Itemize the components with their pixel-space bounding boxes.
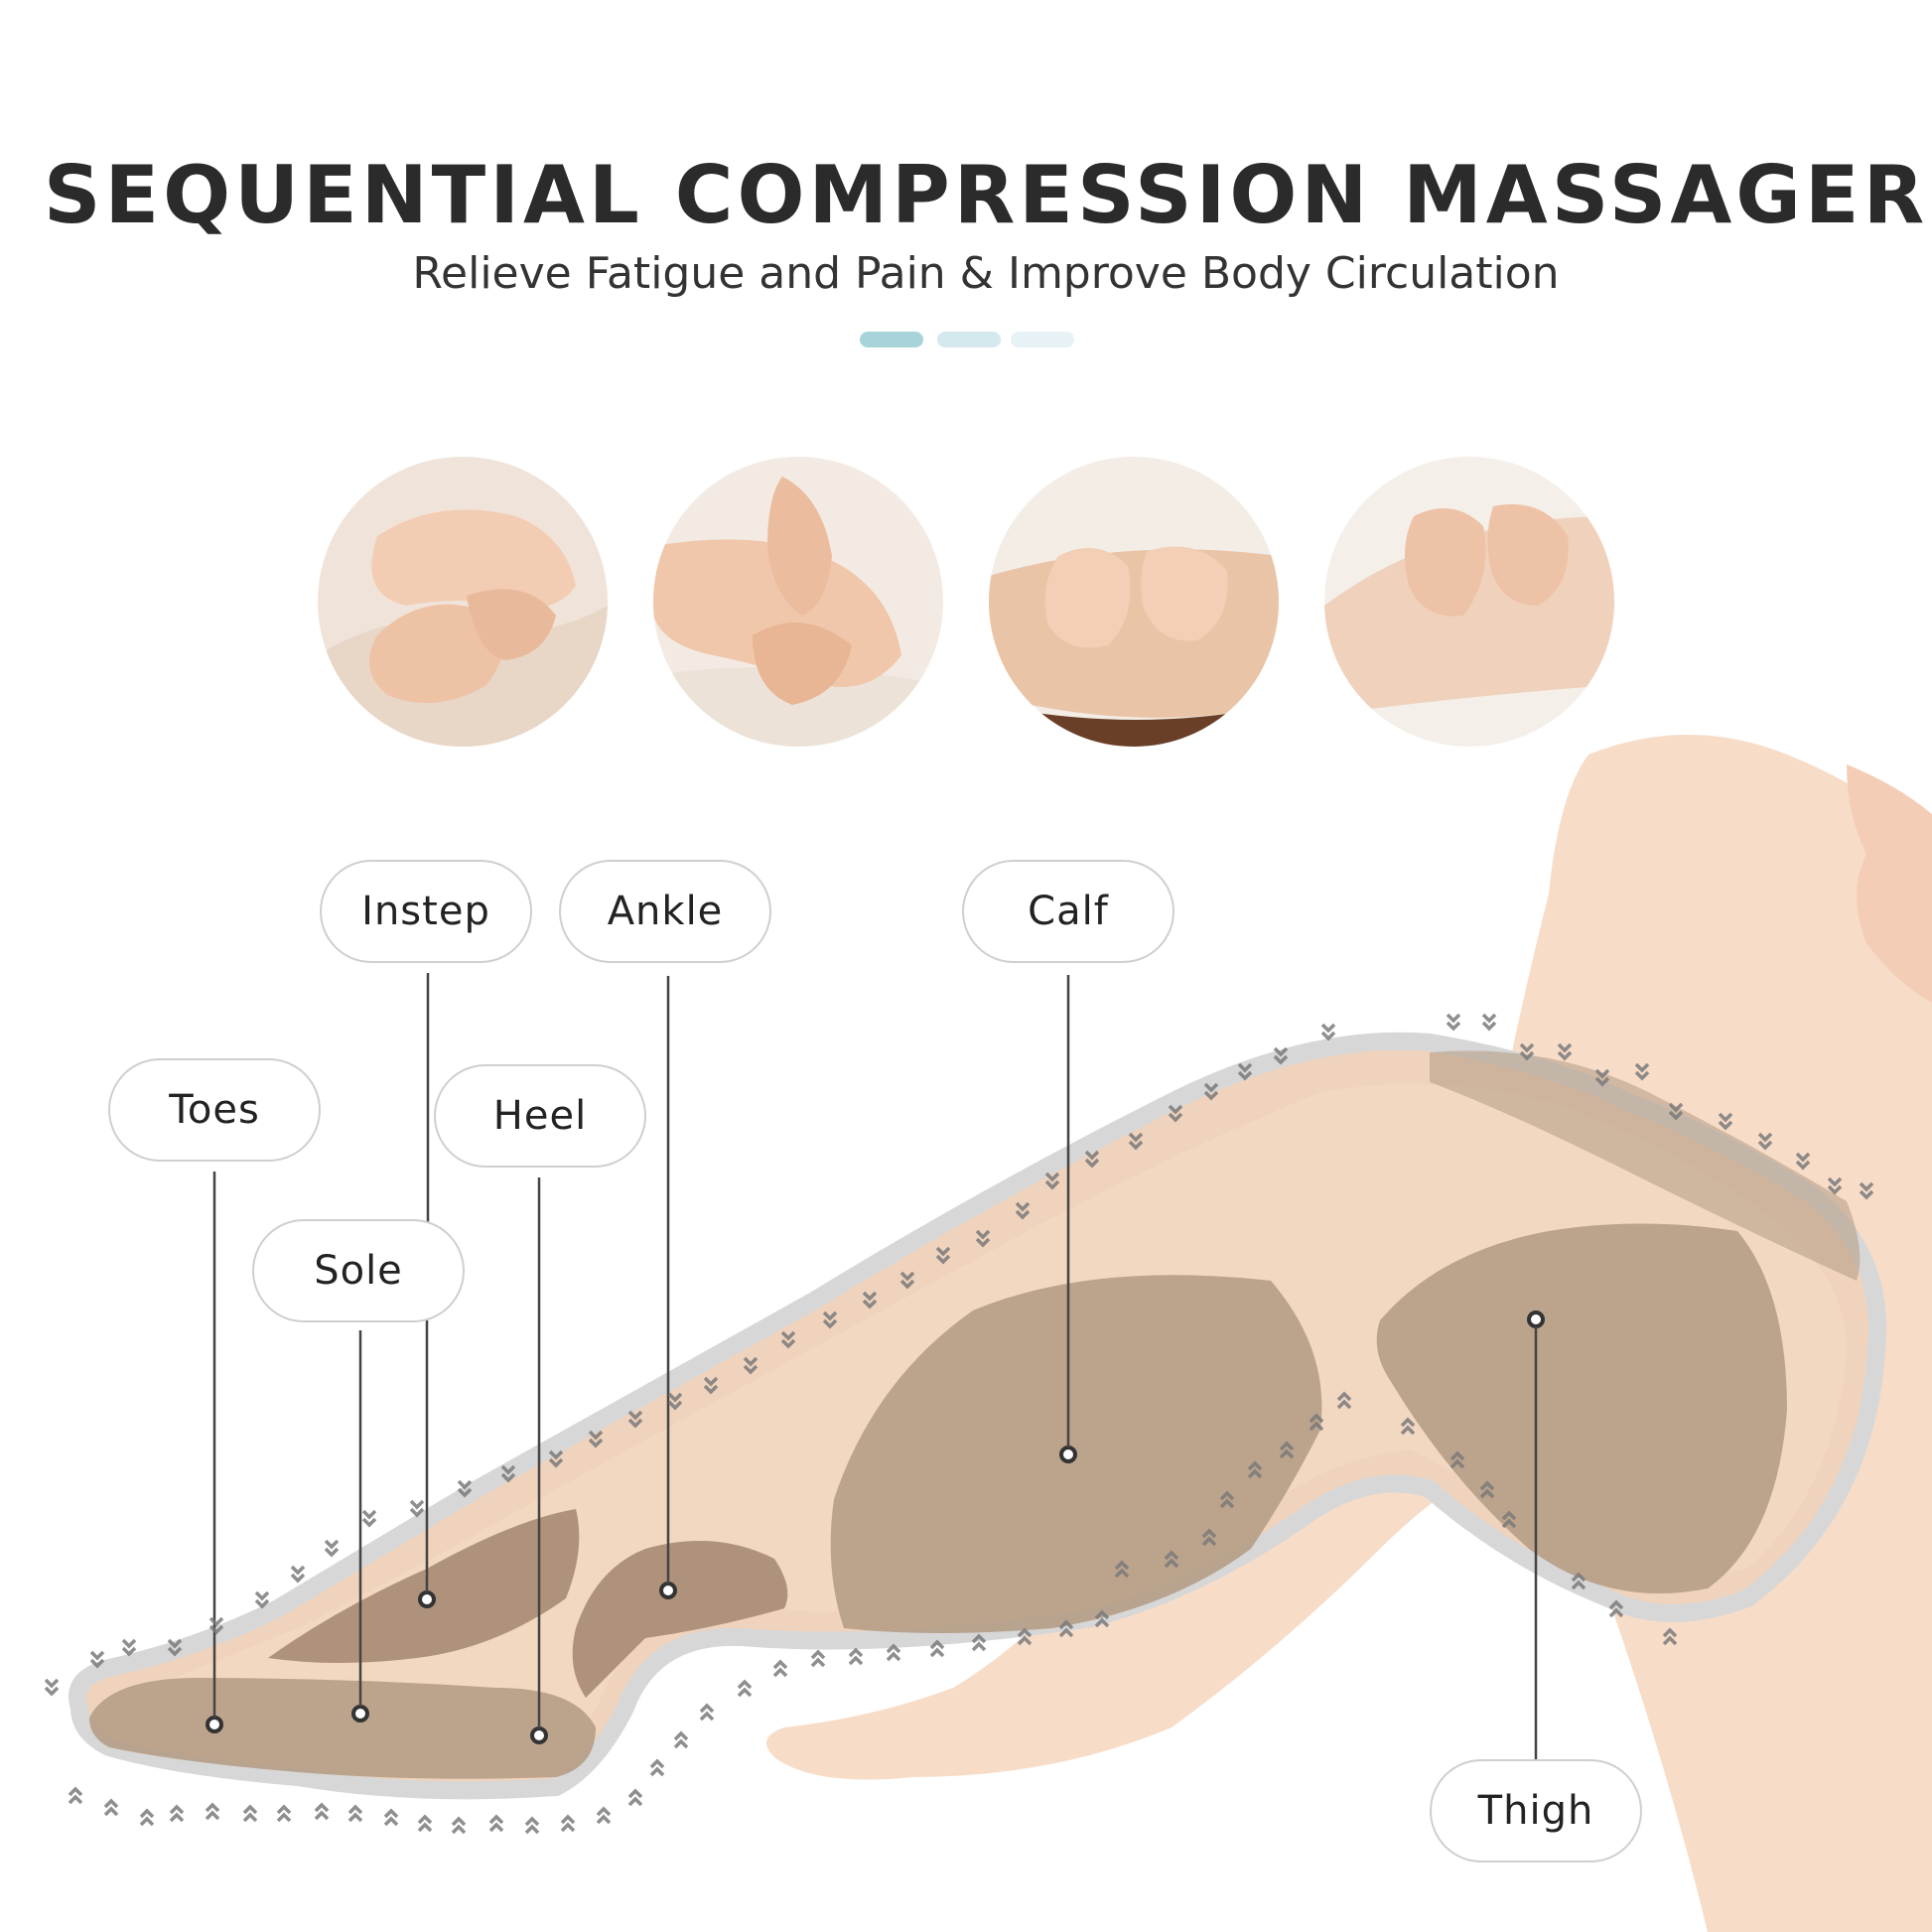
thigh-massage-photo [1324, 457, 1614, 747]
marker-sole [351, 1705, 369, 1723]
label-thigh: Thigh [1430, 1759, 1642, 1863]
label-instep: Instep [320, 860, 532, 963]
marker-heel [530, 1726, 548, 1744]
leg-compression-illustration [44, 735, 1932, 1932]
marker-thigh [1527, 1311, 1545, 1328]
label-ankle: Ankle [559, 860, 771, 963]
zone-ankle [572, 1541, 788, 1698]
label-toes: Toes [108, 1058, 321, 1162]
page-subtitle: Relieve Fatigue and Pain & Improve Body … [412, 248, 1560, 299]
label-sole: Sole [252, 1219, 465, 1322]
foot-massage-photo [318, 457, 608, 747]
carousel-dot-1[interactable] [860, 332, 923, 347]
marker-calf [1059, 1446, 1077, 1463]
zone-sole [89, 1678, 596, 1779]
zone-upper-band [1430, 1050, 1861, 1281]
heel-massage-photo [653, 457, 943, 747]
label-calf: Calf [962, 860, 1174, 963]
label-heel: Heel [434, 1064, 646, 1168]
carousel-dot-3[interactable] [1011, 332, 1074, 347]
page-title: SEQUENTIAL COMPRESSION MASSAGER [43, 149, 1929, 241]
carousel-dot-2[interactable] [937, 332, 1001, 347]
calf-massage-photo [989, 457, 1279, 747]
zone-thigh [1376, 1223, 1787, 1593]
zone-instep [268, 1509, 580, 1663]
marker-ankle [659, 1582, 677, 1599]
marker-instep [418, 1590, 436, 1608]
marker-toes [206, 1716, 223, 1733]
